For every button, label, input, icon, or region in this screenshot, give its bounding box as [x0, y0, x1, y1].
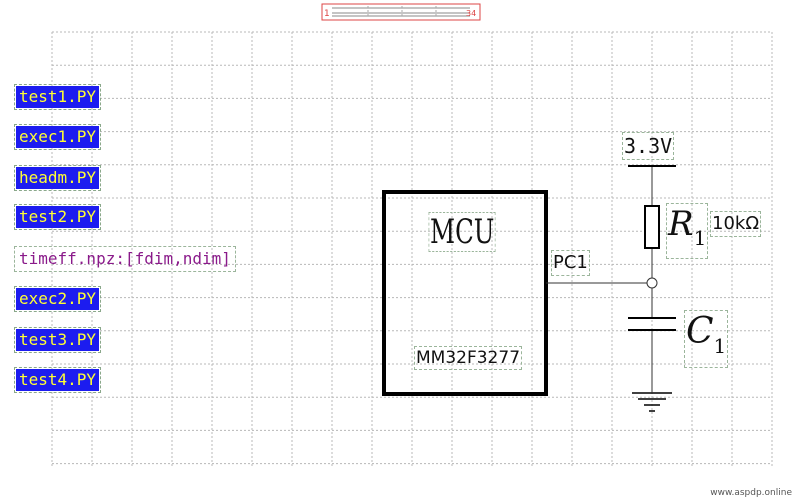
- supply-voltage-label: 3.3V: [621, 132, 675, 160]
- wiring: [546, 166, 653, 392]
- pin-label-pc1: PC1: [551, 250, 590, 276]
- capacitor-symbol: [628, 317, 676, 331]
- file-tag-test2[interactable]: test2.PY: [13, 204, 102, 230]
- file-tag-exec2[interactable]: exec2.PY: [13, 286, 102, 312]
- resistor-value-label: 10kΩ: [709, 211, 762, 237]
- data-note-timeff: timeff.npz:[fdim,ndim]: [14, 246, 236, 272]
- junction-node: [646, 277, 658, 289]
- file-tag-test4[interactable]: test4.PY: [13, 367, 102, 393]
- ground-icon: [632, 392, 672, 412]
- capacitor-subscript: 1: [713, 334, 727, 358]
- background-grid: [51, 31, 773, 468]
- mcu-part-number: MM32F3277: [413, 346, 523, 370]
- file-tag-headm[interactable]: headm.PY: [13, 165, 102, 191]
- capacitor-label: C1: [683, 310, 729, 368]
- file-tag-test1[interactable]: test1.PY: [13, 84, 102, 110]
- mcu-label: MCU: [428, 212, 496, 252]
- mcu-block: [382, 190, 548, 396]
- capacitor-symbol-letter: C: [686, 311, 714, 352]
- resistor-symbol: [644, 205, 660, 249]
- resistor-subscript: 1: [693, 226, 707, 250]
- ruler-right-mark: 34: [466, 9, 476, 18]
- resistor-label: R1: [665, 203, 709, 259]
- file-tag-exec1[interactable]: exec1.PY: [13, 124, 102, 150]
- top-ruler: 1 34: [321, 3, 481, 21]
- resistor-symbol-letter: R: [668, 204, 694, 244]
- file-tag-test3[interactable]: test3.PY: [13, 327, 102, 353]
- watermark: www.aspdp.online: [710, 488, 792, 498]
- ruler-left-mark: 1: [324, 9, 330, 19]
